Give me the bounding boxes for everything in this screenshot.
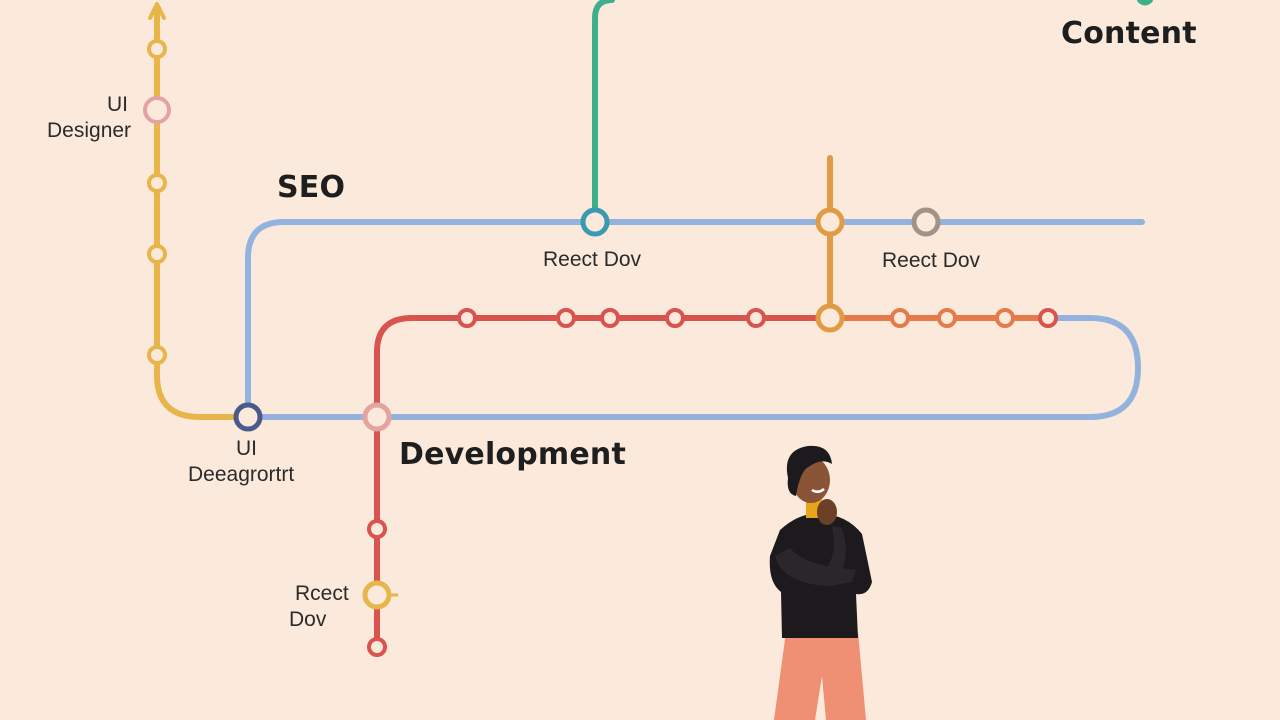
station-label-react-dev-bottom: Rcect Dov	[289, 582, 349, 631]
seo-loop-line	[245, 315, 1142, 420]
station-dot	[995, 308, 1015, 328]
station-label-ui-junction: UI Deeagrortrt	[188, 437, 295, 486]
station-dot	[937, 308, 957, 328]
station-label-ui-designer: UI Designer	[47, 93, 132, 142]
station-react-dev-left	[580, 207, 610, 237]
arrow-up-icon	[148, 2, 166, 20]
station-dot	[665, 308, 685, 328]
development-line	[374, 315, 1051, 651]
station-dot	[746, 308, 766, 328]
station-dot	[457, 308, 477, 328]
station-dot	[147, 244, 167, 264]
content-line-end	[1137, 0, 1153, 6]
development-line-label: Development	[399, 437, 627, 472]
station-dot	[890, 308, 910, 328]
person-hair	[786, 445, 832, 496]
station-label-react-dev-right: Reect Dov	[882, 249, 981, 272]
person-hand	[817, 499, 837, 525]
person-smile	[811, 488, 825, 493]
station-orange-dev-interchange	[815, 303, 845, 333]
station-orange-interchange	[815, 207, 845, 237]
station-label-react-dev-left: Reect Dov	[543, 248, 642, 271]
person-forearm	[824, 526, 846, 578]
ui-designer-line	[154, 7, 251, 420]
station-dot	[367, 519, 387, 539]
thinking-person-illustration	[769, 445, 872, 720]
station-dot	[367, 637, 387, 657]
station-ui-designer	[143, 96, 171, 124]
junction-ui-designer	[233, 402, 263, 432]
station-dot	[600, 308, 620, 328]
station-react-dev-bottom	[362, 580, 392, 610]
station-dot	[556, 308, 576, 328]
content-line-label: Content	[1061, 16, 1197, 51]
seo-line	[245, 219, 1145, 420]
station-dot	[147, 173, 167, 193]
seo-line-label: SEO	[277, 170, 346, 205]
person-pants	[774, 632, 866, 720]
station-react-dev-right	[911, 207, 941, 237]
station-dot	[147, 39, 167, 59]
junction-development	[362, 402, 392, 432]
content-line	[592, 0, 615, 225]
station-dot	[147, 345, 167, 365]
station-dot	[1038, 308, 1058, 328]
